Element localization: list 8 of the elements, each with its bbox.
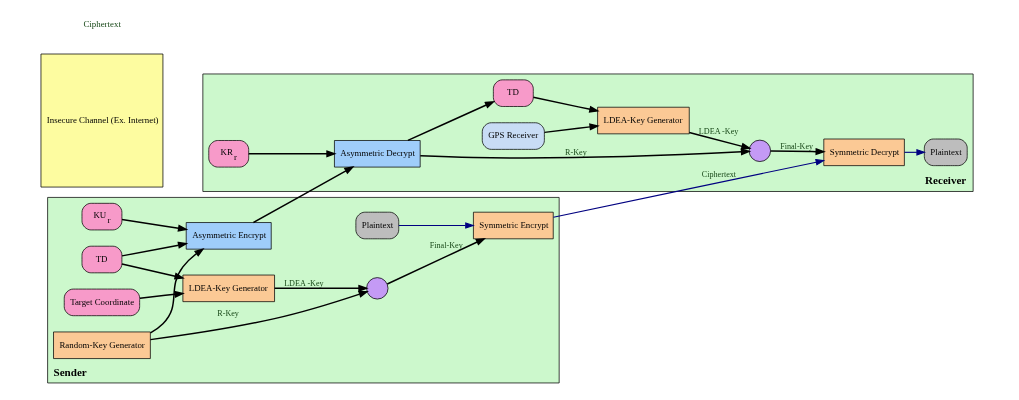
edge-label: Final-Key [779,142,813,152]
edge-label: Ciphertext [701,169,736,179]
edge-label: R-Key [216,309,239,319]
edge-label: Final-Key [429,240,463,250]
label: Ciphertext [82,18,121,29]
edge-label: R-Key [564,148,587,158]
edge-label: LDEA -Key [698,126,738,136]
edge-label: LDEA -Key [283,278,324,288]
